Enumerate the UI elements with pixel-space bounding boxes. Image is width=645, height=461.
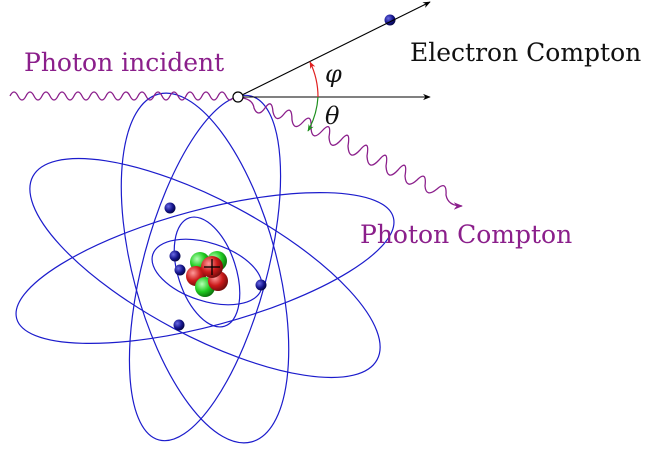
electron: [169, 250, 181, 262]
scattering-point: [232, 91, 244, 103]
theta-label: θ: [325, 102, 340, 130]
electron-compton-label: Electron Compton: [410, 38, 642, 67]
orbit-small-vertical: [173, 216, 241, 328]
electron-compton-arrow: [237, 1, 431, 98]
theta-angle-arc: [307, 96, 319, 132]
phi-label: φ: [325, 60, 342, 88]
nucleus: [186, 251, 228, 297]
orbit-large-tilted-right: [15, 191, 395, 345]
orbit-large-vertical-left: [120, 92, 290, 444]
incident-photon-wave: [9, 91, 235, 101]
phi-angle-arc: [309, 61, 319, 98]
orbit-large-tilted-left: [29, 157, 381, 379]
electron: [173, 319, 185, 331]
scattered-photon-wave: [242, 97, 463, 210]
electron: [164, 202, 176, 214]
electron: [174, 264, 186, 276]
photon-compton-label: Photon Compton: [360, 220, 573, 249]
electron: [255, 279, 267, 291]
photon-incident-label: Photon incident: [24, 48, 225, 77]
plus-sign: [204, 259, 220, 275]
